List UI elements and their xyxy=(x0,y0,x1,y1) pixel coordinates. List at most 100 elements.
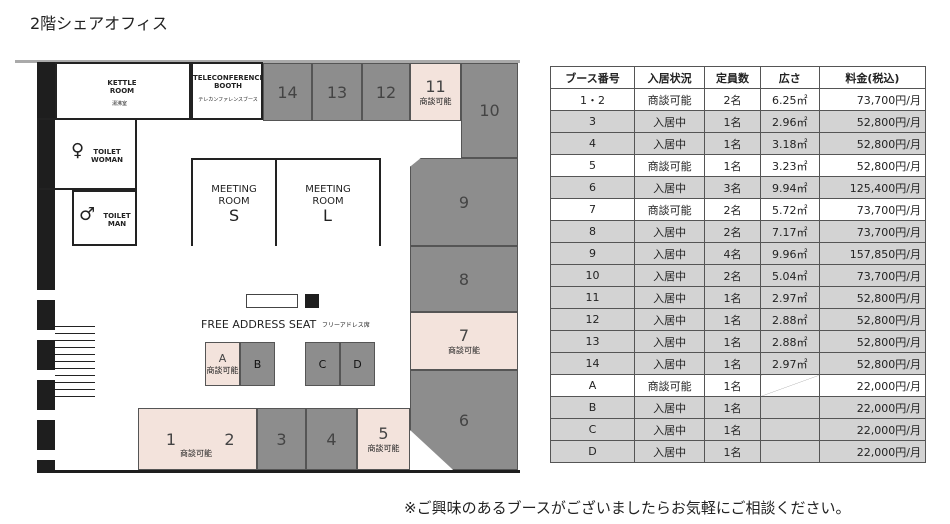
cell-status: 入居中 xyxy=(634,418,706,441)
cell-status: 商談可能 xyxy=(634,198,706,221)
meeting-room-s[interactable]: MEETING ROOM S xyxy=(191,158,277,246)
cell-area: 2.97㎡ xyxy=(759,352,820,375)
cell-capacity: 1名 xyxy=(704,440,761,463)
cell-capacity: 4名 xyxy=(704,242,761,265)
cell-booth: 14 xyxy=(549,352,636,375)
header-price: 料金(税込) xyxy=(818,66,927,89)
cell-booth: 1・2 xyxy=(549,88,636,111)
cell-price: 22,000円/月 xyxy=(818,440,927,463)
cell-status: 入居中 xyxy=(634,220,706,243)
cell-capacity: 1名 xyxy=(704,374,761,397)
cell-booth: 6 xyxy=(549,176,636,199)
cell-booth: 12 xyxy=(549,308,636,331)
seat-b-label: B xyxy=(253,357,262,371)
cell-capacity: 2名 xyxy=(704,88,761,111)
counter xyxy=(246,294,298,308)
toilet-man: ♂ TOILET MAN xyxy=(72,190,137,246)
bottom-wall xyxy=(37,470,520,473)
cell-area: 2.88㎡ xyxy=(759,308,820,331)
booth-1[interactable]: 1 xyxy=(138,408,203,470)
cell-price: 52,800円/月 xyxy=(818,352,927,375)
booth-11-label: 11 xyxy=(425,77,446,96)
cell-status: 商談可能 xyxy=(634,88,706,111)
cell-price: 52,800円/月 xyxy=(818,308,927,331)
cell-price: 157,850円/月 xyxy=(818,242,927,265)
cell-capacity: 3名 xyxy=(704,176,761,199)
cell-booth: 10 xyxy=(549,264,636,287)
booth-9[interactable]: 9 xyxy=(410,158,518,246)
free-address-jp: フリーアドレス席 xyxy=(322,322,370,329)
seat-a-status: 商談可能 xyxy=(206,366,239,375)
cell-booth: C xyxy=(549,418,636,441)
meeting-room-l[interactable]: MEETING ROOM L xyxy=(275,158,381,246)
booth-5-status: 商談可能 xyxy=(367,444,400,453)
booth-9-label: 9 xyxy=(458,192,470,212)
header-capacity: 定員数 xyxy=(704,66,761,89)
kettle-room: KETTLE ROOM 湯沸室 xyxy=(55,62,191,120)
booth-6[interactable]: 6 xyxy=(410,370,518,470)
seat-b[interactable]: B xyxy=(240,342,275,386)
cell-booth: B xyxy=(549,396,636,419)
booth-14[interactable]: 14 xyxy=(263,63,312,121)
cell-booth: A xyxy=(549,374,636,397)
cell-status: 入居中 xyxy=(634,352,706,375)
seat-c[interactable]: C xyxy=(305,342,340,386)
cell-area xyxy=(759,418,820,441)
cell-booth: 13 xyxy=(549,330,636,353)
booth-7-label: 7 xyxy=(458,326,470,345)
booth-8[interactable]: 8 xyxy=(410,246,518,312)
meeting-l-label: MEETING ROOM xyxy=(305,184,351,207)
cell-area: 3.23㎡ xyxy=(759,154,820,177)
booth-2[interactable]: 2 xyxy=(203,408,257,470)
tele-label: TELECONFERENCE BOOTH xyxy=(193,74,265,91)
cell-area: 3.18㎡ xyxy=(759,132,820,155)
cell-area: 7.17㎡ xyxy=(759,220,820,243)
cell-status: 商談可能 xyxy=(634,374,706,397)
booth-13[interactable]: 13 xyxy=(312,63,362,121)
booth-3[interactable]: 3 xyxy=(257,408,306,470)
cell-status: 入居中 xyxy=(634,286,706,309)
seat-d-label: D xyxy=(353,357,362,371)
cell-area: 2.96㎡ xyxy=(759,110,820,133)
pillar xyxy=(305,294,319,308)
free-address-label: FREE ADDRESS SEAT xyxy=(201,318,317,331)
cell-area: 2.97㎡ xyxy=(759,286,820,309)
cell-status: 入居中 xyxy=(634,440,706,463)
cell-price: 125,400円/月 xyxy=(818,176,927,199)
booth-10[interactable]: 10 xyxy=(461,63,518,158)
cell-price: 22,000円/月 xyxy=(818,396,927,419)
cell-booth: D xyxy=(549,440,636,463)
seat-a[interactable]: A 商談可能 xyxy=(205,342,240,386)
booth-3-label: 3 xyxy=(276,429,287,449)
cell-price: 73,700円/月 xyxy=(818,220,927,243)
cell-capacity: 1名 xyxy=(704,418,761,441)
toilet-man-label: TOILET MAN xyxy=(103,212,131,229)
cell-capacity: 1名 xyxy=(704,396,761,419)
cell-price: 22,000円/月 xyxy=(818,374,927,397)
cell-booth: 5 xyxy=(549,154,636,177)
booth-12[interactable]: 12 xyxy=(362,63,410,121)
cell-capacity: 1名 xyxy=(704,110,761,133)
booth-4[interactable]: 4 xyxy=(306,408,357,470)
cell-area: 2.88㎡ xyxy=(759,330,820,353)
cell-capacity: 1名 xyxy=(704,286,761,309)
cell-status: 入居中 xyxy=(634,110,706,133)
cell-capacity: 1名 xyxy=(704,330,761,353)
cell-price: 52,800円/月 xyxy=(818,286,927,309)
booth-7-status: 商談可能 xyxy=(448,346,480,355)
cell-area xyxy=(759,396,820,419)
seat-d[interactable]: D xyxy=(340,342,375,386)
